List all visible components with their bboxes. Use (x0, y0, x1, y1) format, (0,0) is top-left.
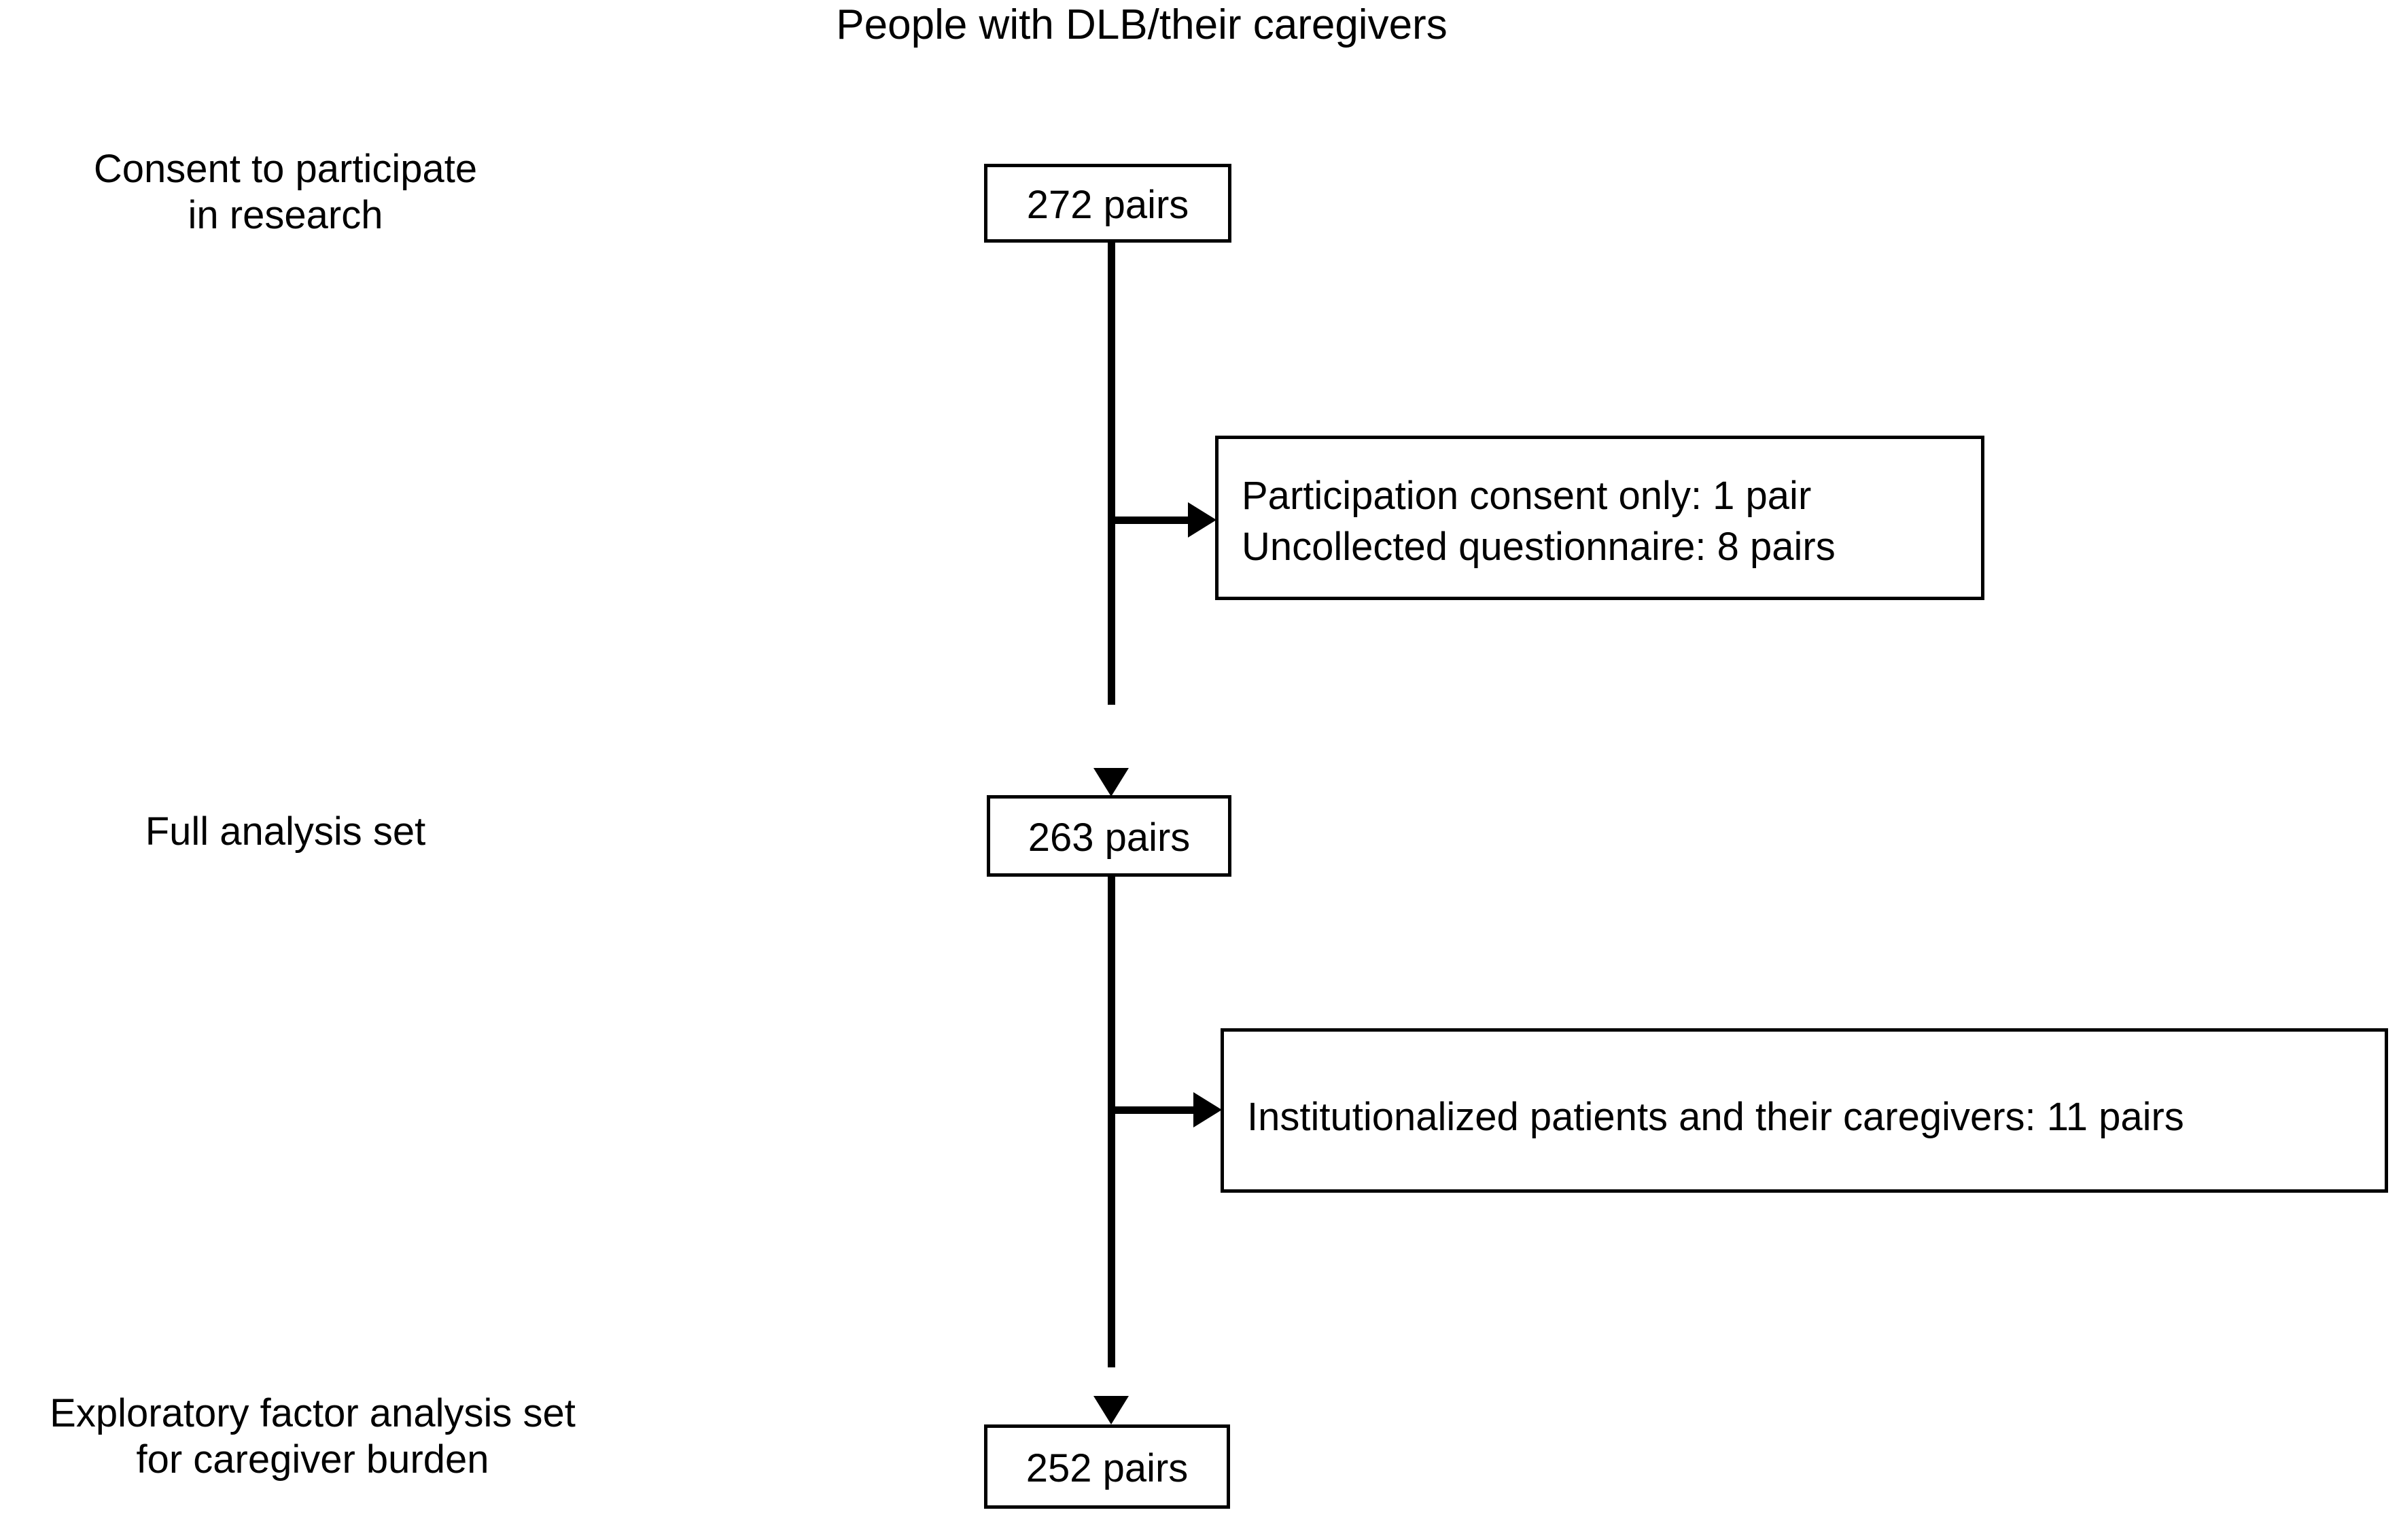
node-efa-set-label: 252 pairs (1026, 1446, 1189, 1490)
node-enrolled-label: 272 pairs (1026, 183, 1189, 227)
connector-full-analysis-set-to-efa-set (1108, 877, 1115, 1367)
connector-full-analysis-set-to-exclusion-2 (1112, 1106, 1194, 1114)
connector-enrolled-to-exclusion-1 (1112, 517, 1189, 524)
flowchart-title: People with DLB/their caregivers (836, 1, 1448, 48)
exclusion-box-1-text: Participation consent only: 1 pair Uncol… (1242, 474, 1836, 570)
connector-enrolled-to-full-analysis-set (1108, 243, 1115, 705)
node-full-analysis-set-label: 263 pairs (1028, 816, 1191, 860)
arrowhead-right-to-exclusion-2 (1193, 1092, 1222, 1127)
node-efa-set: 252 pairs (984, 1424, 1230, 1509)
exclusion-box-1: Participation consent only: 1 pair Uncol… (1215, 436, 1984, 600)
stage-label-consent: Consent to participate in research (93, 147, 478, 238)
arrowhead-down-to-full-analysis-set (1093, 768, 1129, 797)
stage-label-exploratory-factor-analysis-set: Exploratory factor analysis set for care… (50, 1391, 576, 1482)
exclusion-box-2-text: Institutionalized patients and their car… (1247, 1095, 2184, 1139)
node-enrolled: 272 pairs (984, 164, 1231, 243)
arrowhead-right-to-exclusion-1 (1188, 502, 1216, 538)
stage-label-full-analysis-set: Full analysis set (145, 809, 426, 854)
exclusion-box-2: Institutionalized patients and their car… (1221, 1028, 2388, 1193)
arrowhead-down-to-efa-set (1093, 1396, 1129, 1424)
node-full-analysis-set: 263 pairs (987, 795, 1231, 877)
